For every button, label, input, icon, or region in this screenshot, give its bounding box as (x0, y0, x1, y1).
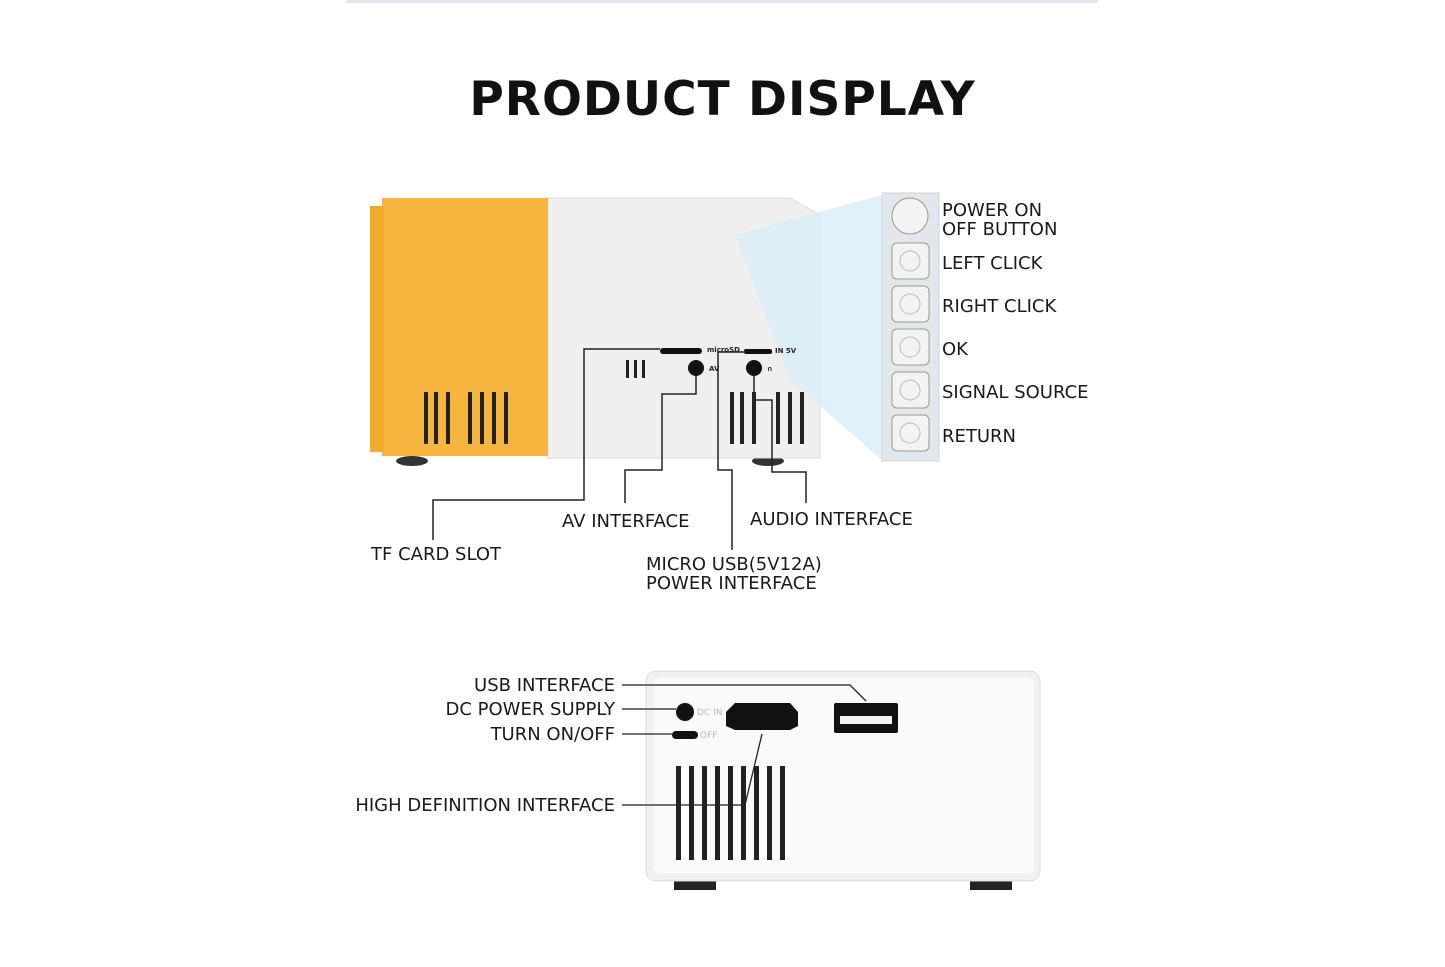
label-left-click: LEFT CLICK (942, 253, 1043, 274)
marking-dc-in: DC IN (697, 708, 722, 718)
orange-body (382, 198, 548, 456)
marking-av: AV (709, 365, 720, 373)
label-hdmi: HIGH DEFINITION INTERFACE (355, 795, 615, 816)
foot (396, 456, 428, 466)
power-switch (672, 731, 698, 739)
page-title: PRODUCT DISPLAY (469, 72, 976, 127)
label-micro-usb: MICRO USB(5V12A) POWER INTERFACE (646, 555, 822, 593)
audio-jack (746, 360, 762, 376)
label-right-click: RIGHT CLICK (942, 296, 1057, 317)
label-dc-power: DC POWER SUPPLY (445, 699, 615, 720)
projector-side-view (370, 195, 882, 466)
av-jack (688, 360, 704, 376)
label-audio-interface: AUDIO INTERFACE (750, 509, 913, 530)
label-signal-source: SIGNAL SOURCE (942, 382, 1089, 403)
vent-right (730, 392, 804, 444)
projector-rear-view (645, 670, 1041, 890)
dc-jack (676, 703, 694, 721)
micro-usb-port (744, 349, 772, 354)
top-divider (346, 0, 1098, 3)
marking-audio: ∩ (767, 365, 773, 373)
label-tf-card-slot: TF CARD SLOT (371, 544, 502, 565)
vent-left (424, 392, 508, 444)
marking-in5v: IN 5V (775, 347, 797, 355)
microsd-slot (660, 348, 702, 354)
label-micro-usb-line1: MICRO USB(5V12A) (646, 554, 822, 575)
label-turn-on-off: TURN ON/OFF (490, 724, 615, 745)
label-usb-interface: USB INTERFACE (474, 675, 615, 696)
label-micro-usb-line2: POWER INTERFACE (646, 573, 817, 594)
label-ok: OK (942, 339, 968, 360)
marking-off: OFF (700, 731, 717, 741)
label-av-interface: AV INTERFACE (562, 511, 690, 532)
label-power-line1: POWER ON (942, 200, 1043, 221)
label-return: RETURN (942, 426, 1017, 447)
label-power-button: POWER ON OFF BUTTON (942, 201, 1057, 239)
label-power-line2: OFF BUTTON (942, 219, 1058, 240)
rear-vent (676, 766, 785, 860)
hdmi-port (726, 703, 798, 730)
marking-microsd: microSD (707, 346, 740, 354)
light-beam (735, 195, 882, 460)
